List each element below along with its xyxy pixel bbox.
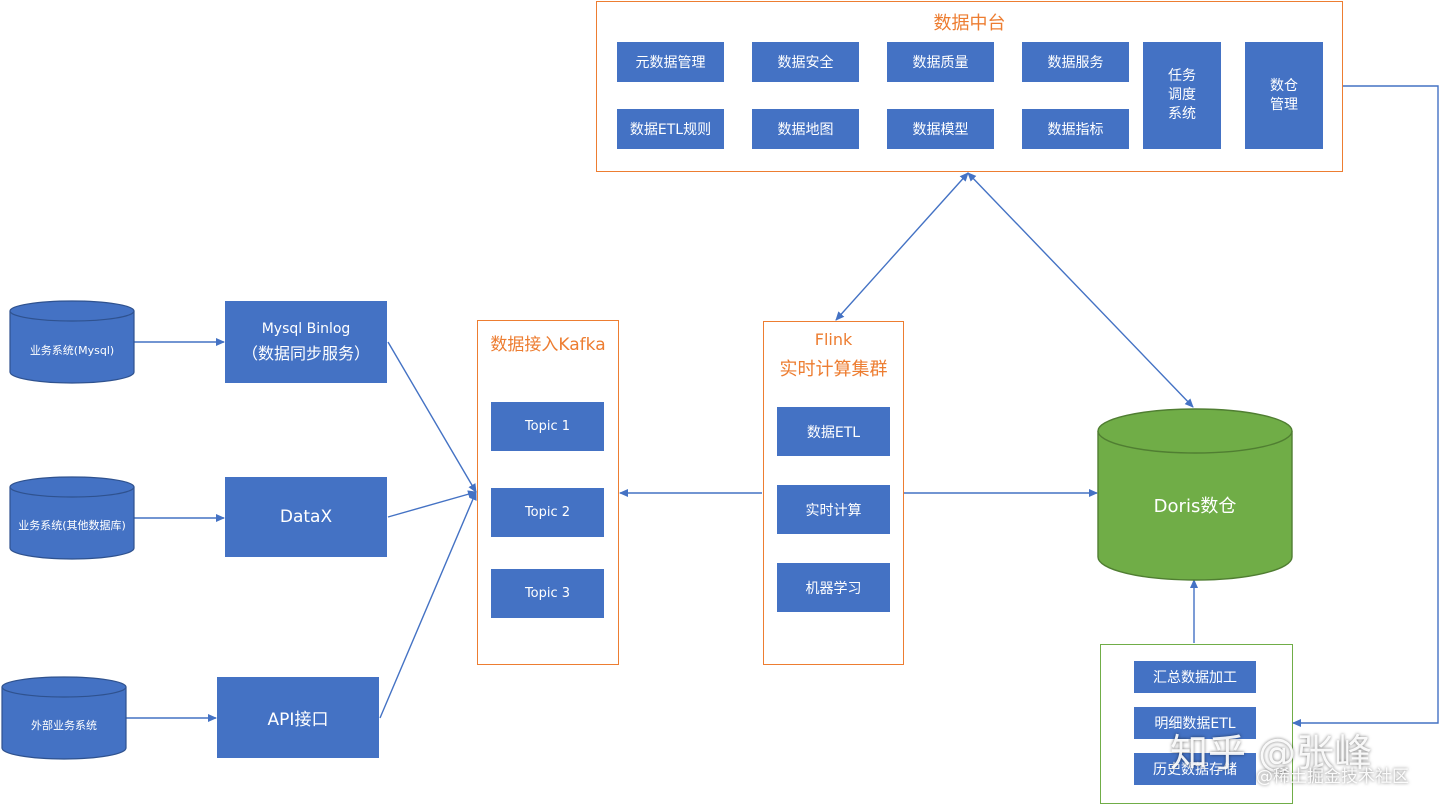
collector-api[interactable]: API接口 bbox=[217, 677, 379, 758]
flink-item-realtime[interactable]: 实时计算 bbox=[777, 485, 890, 534]
collector-datax[interactable]: DataX bbox=[225, 477, 387, 557]
collector-binlog-line1: Mysql Binlog bbox=[261, 320, 351, 337]
collector-binlog-line2: （数据同步服务） bbox=[241, 343, 370, 363]
platform-item-security[interactable]: 数据安全 bbox=[752, 42, 859, 82]
storage-item-history[interactable]: 历史数据存储 bbox=[1134, 753, 1256, 785]
source-db-mysql-label: 业务系统(Mysql) bbox=[29, 344, 115, 357]
flink-title-line1: Flink bbox=[814, 330, 853, 349]
source-db-other bbox=[9, 476, 135, 560]
arrow-binlog-to-kafka bbox=[387, 341, 477, 493]
flink-item-etl[interactable]: 数据ETL bbox=[777, 407, 890, 456]
watermark-sub: @稀土掘金技术社区 bbox=[1256, 767, 1409, 787]
flink-item-ml[interactable]: 机器学习 bbox=[777, 563, 890, 612]
storage-item-detail-etl[interactable]: 明细数据ETL bbox=[1134, 707, 1256, 739]
arrow-platform-to-storage bbox=[1292, 85, 1439, 727]
flink-title-line2: 实时计算集群 bbox=[779, 359, 888, 380]
arrow-platform-flink bbox=[835, 172, 969, 321]
platform-item-warehouse-mgmt[interactable]: 数仓 管理 bbox=[1245, 42, 1323, 149]
collector-mysql-binlog[interactable]: Mysql Binlog （数据同步服务） bbox=[225, 301, 387, 383]
data-platform-title: 数据中台 bbox=[933, 13, 1006, 34]
source-db-external-label: 外部业务系统 bbox=[31, 719, 97, 732]
watermark-main: 知乎 @张峰 bbox=[1170, 731, 1373, 775]
doris-warehouse[interactable] bbox=[1097, 407, 1293, 581]
platform-item-data-model[interactable]: 数据模型 bbox=[887, 109, 994, 149]
platform-item-service[interactable]: 数据服务 bbox=[1022, 42, 1129, 82]
platform-item-metadata[interactable]: 元数据管理 bbox=[617, 42, 724, 82]
kafka-topic-2[interactable]: Topic 2 bbox=[491, 488, 604, 537]
arrow-api-to-kafka bbox=[379, 491, 477, 719]
kafka-topic-3[interactable]: Topic 3 bbox=[491, 569, 604, 618]
storage-item-aggregate[interactable]: 汇总数据加工 bbox=[1134, 661, 1256, 693]
platform-item-metrics[interactable]: 数据指标 bbox=[1022, 109, 1129, 149]
doris-label: Doris数仓 bbox=[1153, 496, 1237, 517]
platform-item-quality[interactable]: 数据质量 bbox=[887, 42, 994, 82]
source-db-mysql bbox=[9, 300, 135, 384]
platform-item-etl-rules[interactable]: 数据ETL规则 bbox=[617, 109, 724, 149]
kafka-title: 数据接入Kafka bbox=[490, 335, 606, 355]
source-db-other-label: 业务系统(其他数据库) bbox=[18, 519, 126, 532]
kafka-topic-1[interactable]: Topic 1 bbox=[491, 402, 604, 451]
arrow-datax-to-kafka bbox=[387, 490, 477, 518]
platform-item-scheduler[interactable]: 任务 调度 系统 bbox=[1143, 42, 1221, 149]
platform-item-data-map[interactable]: 数据地图 bbox=[752, 109, 859, 149]
source-db-external bbox=[1, 676, 127, 760]
arrow-platform-doris bbox=[967, 172, 1194, 408]
